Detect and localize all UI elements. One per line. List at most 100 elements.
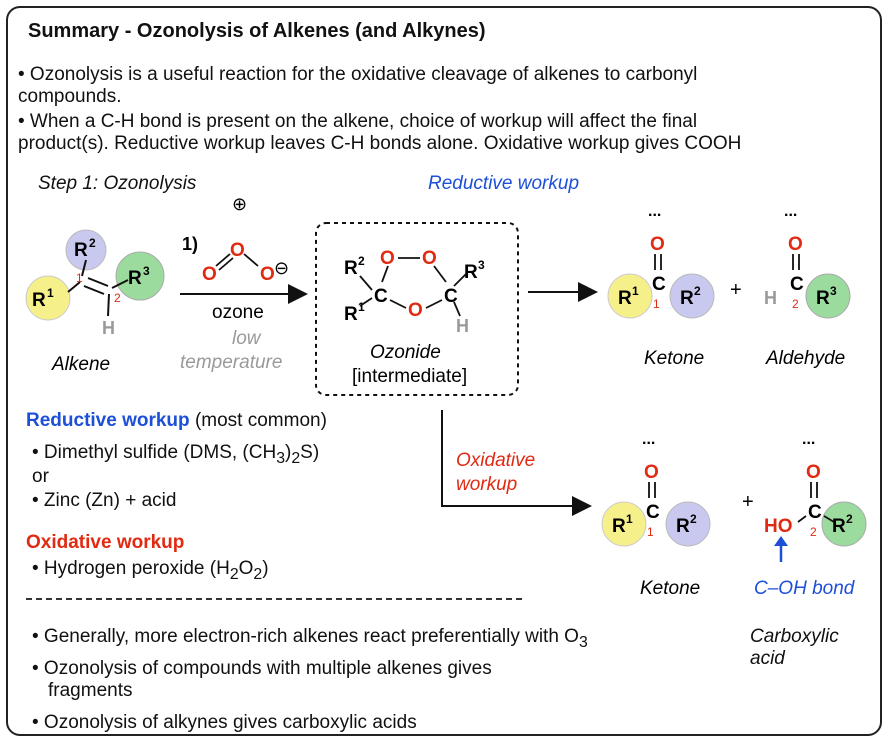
reaction-scheme: R 2 R 1 R 3 1 2 H Alkene 1) ⊕ O O O ⊖ oz… <box>25 198 867 599</box>
note-multiple-alkenes-1: • Ozonolysis of compounds with multiple … <box>32 658 492 679</box>
ozonide-structure: R 2 R 1 C C O O O R 3 H <box>344 248 485 336</box>
note1-sub: 3 <box>578 633 588 651</box>
oz-r1: R <box>344 304 358 325</box>
ketone-r2: R <box>680 288 694 309</box>
carboxylic-label-1: Carboxylic <box>750 626 839 647</box>
intro-bullet-2a: • When a C-H bond is present on the alke… <box>18 111 698 132</box>
ozonide-note: [intermediate] <box>352 366 467 387</box>
reductive-section-title: Reductive workup <box>26 410 190 431</box>
carboxylic-acid-structure: ... O C HO R 2 2 <box>764 431 867 562</box>
note-electron-rich: • Generally, more electron-rich alkenes … <box>32 626 588 654</box>
ketone-label: Ketone <box>644 348 704 369</box>
h2o2-text: • Hydrogen peroxide (H <box>32 558 230 579</box>
intro-bullet-1b: compounds. <box>18 86 122 107</box>
ketone-o: O <box>650 234 665 255</box>
acid-lone-pairs: ... <box>802 431 815 448</box>
ozone-o-center: O <box>230 240 245 261</box>
alkene-h: H <box>102 318 115 338</box>
r3-label: R <box>128 268 142 289</box>
ketone-r1: R <box>618 288 632 309</box>
c2-number: 2 <box>114 291 121 305</box>
summary-card: Summary - Ozonolysis of Alkenes (and Alk… <box>6 6 882 736</box>
h2o2-end: ) <box>262 558 269 579</box>
page-title: Summary - Ozonolysis of Alkenes (and Alk… <box>28 20 486 42</box>
r1-sup: 1 <box>47 286 54 300</box>
h2o2-sub-2: 2 <box>253 565 263 583</box>
ozone-structure: 1) ⊕ O O O ⊖ <box>182 198 289 285</box>
acid-c-number: 2 <box>810 525 817 539</box>
h2o2-sub-1: 2 <box>229 565 239 583</box>
oxidative-arrow <box>441 410 592 516</box>
step1-label: Step 1: Ozonolysis <box>38 173 197 194</box>
dms-sub-2: 2 <box>291 449 301 467</box>
oz-o-topright: O <box>422 248 437 269</box>
alkene-label: Alkene <box>51 354 110 375</box>
condition-low: low <box>232 328 262 349</box>
r1-yellow-circle <box>25 275 71 321</box>
reductive-section-note: (most common) <box>194 410 327 431</box>
ketone-r1-sup: 1 <box>632 284 639 298</box>
plus-sign-1: + <box>730 279 742 301</box>
ketone2-lone-pairs: ... <box>642 431 655 448</box>
oz-h: H <box>456 316 469 336</box>
ketone-lone-pairs: ... <box>648 203 661 220</box>
intro-bullet-2b: product(s). Reductive workup leaves C-H … <box>18 133 742 154</box>
dms-text: • Dimethyl sulfide (DMS, (CH <box>32 442 277 463</box>
oz-o-topleft: O <box>380 248 395 269</box>
reductive-section-header: Reductive workup (most common) <box>26 410 327 432</box>
ketone2-r1-sup: 1 <box>626 512 633 526</box>
r2-purple-circle <box>65 229 107 271</box>
dms-sub-3: 3 <box>276 449 286 467</box>
intro-bullet-1a: • Ozonolysis is a useful reaction for th… <box>18 64 698 85</box>
oz-r2: R <box>344 258 358 279</box>
alkene-structure: R 2 R 1 R 3 1 2 H <box>25 229 165 338</box>
dms-end: S) <box>300 442 320 463</box>
acid-c: C <box>808 502 822 523</box>
aldehyde-c: C <box>790 274 804 295</box>
ozonide-label: Ozonide <box>370 342 441 363</box>
oxidative-arrow-label-1: Oxidative <box>456 450 535 471</box>
r3-green-circle <box>115 251 165 301</box>
ozone-plus-charge: ⊕ <box>232 198 247 214</box>
r3-sup: 3 <box>143 264 150 278</box>
aldehyde-h: H <box>764 288 777 308</box>
acid-ho: HO <box>764 516 793 537</box>
ketone-r2-sup: 2 <box>694 284 701 298</box>
reagent-ozone: ozone <box>212 302 264 323</box>
ozone-o-left: O <box>202 264 217 285</box>
ketone2-c-number: 1 <box>647 525 654 539</box>
c1-number: 1 <box>76 271 83 285</box>
aldehyde-o: O <box>788 234 803 255</box>
ozone-o-right: O <box>260 264 275 285</box>
oz-c-left: C <box>374 286 388 307</box>
oz-r1-sup: 1 <box>358 300 365 314</box>
ketone2-r2: R <box>676 516 690 537</box>
aldehyde-label: Aldehyde <box>765 348 845 369</box>
oxidative-item-h2o2: • Hydrogen peroxide (H2O2) <box>32 558 269 586</box>
ketone-c-number: 1 <box>653 297 660 311</box>
reductive-workup-heading: Reductive workup <box>428 173 580 194</box>
r2-sup: 2 <box>89 236 96 250</box>
note1-text: • Generally, more electron-rich alkenes … <box>32 626 579 647</box>
condition-temperature: temperature <box>180 352 282 373</box>
ozonide-box <box>315 222 519 396</box>
aldehyde-structure: ... O C H R 3 2 <box>764 203 851 319</box>
acid-r2-sup: 2 <box>846 512 853 526</box>
reductive-item-zinc: • Zinc (Zn) + acid <box>32 490 177 511</box>
oxidative-arrow-label-2: workup <box>456 474 517 495</box>
r2-label: R <box>74 240 88 261</box>
carboxylic-label-2: acid <box>750 648 785 669</box>
reductive-or: or <box>32 466 49 487</box>
ketone2-c: C <box>646 502 660 523</box>
note-alkynes: • Ozonolysis of alkynes gives carboxylic… <box>32 712 417 733</box>
reductive-item-dms: • Dimethyl sulfide (DMS, (CH3)2S) <box>32 442 319 470</box>
aldehyde-r3: R <box>816 288 830 309</box>
ketone-structure-reductive: ... O C R 1 R 2 1 <box>607 203 715 319</box>
ketone-structure-oxidative: ... O C R 1 R 2 1 <box>601 431 711 547</box>
plus-sign-2: + <box>742 491 754 513</box>
note-multiple-alkenes-2: fragments <box>48 680 133 701</box>
oz-c-right: C <box>444 286 458 307</box>
aldehyde-lone-pairs: ... <box>784 203 797 220</box>
acid-o: O <box>806 462 821 483</box>
oz-r3-sup: 3 <box>478 258 485 272</box>
